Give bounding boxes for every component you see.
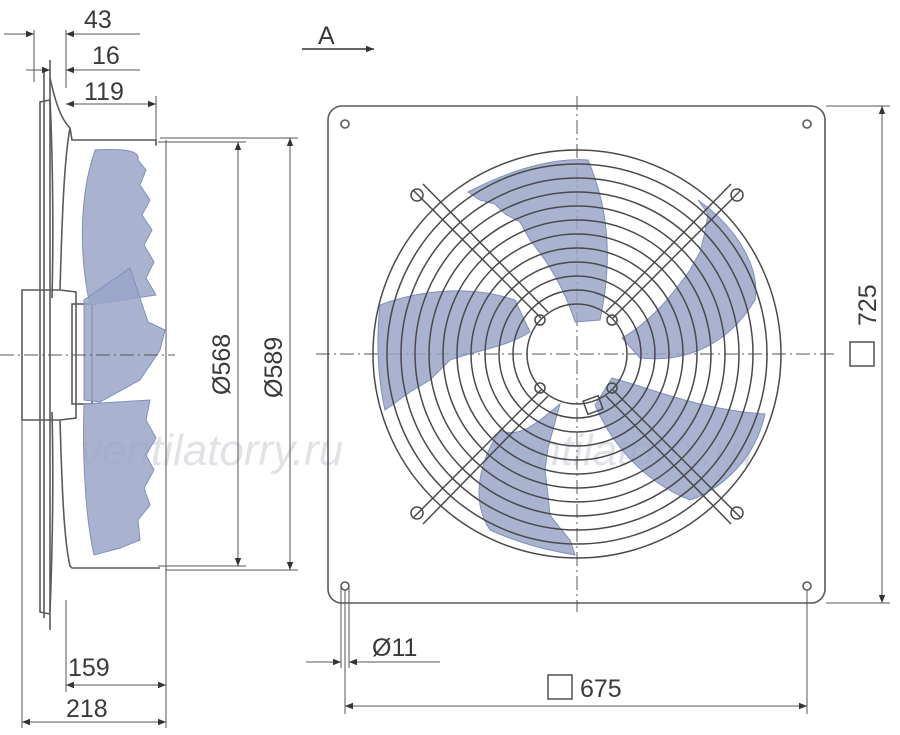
dim-568-label: Ø568 [208, 334, 236, 395]
dim-119-label: 119 [84, 78, 124, 106]
side-plate-profile [39, 60, 51, 630]
strut-foot-bl [410, 506, 424, 520]
guard-ring-7 [456, 233, 698, 475]
dim-725-label: 725 [854, 284, 882, 326]
front-view: A [302, 22, 890, 714]
side-blade-middle [83, 267, 166, 403]
strut-top-right [605, 183, 742, 319]
front-guard [372, 149, 782, 559]
guard-ring-4 [414, 191, 740, 517]
hole-top-left [340, 119, 350, 129]
dim-159-label: 159 [68, 654, 110, 682]
guard-ring-2 [386, 163, 768, 545]
guard-ring-3 [400, 177, 754, 531]
hub-bolt-tr [606, 314, 618, 326]
strut-top-left [412, 183, 549, 319]
hole-bottom-right [802, 581, 812, 591]
dim-218-label: 218 [66, 695, 108, 723]
view-label-a: A [318, 22, 335, 50]
strut-bottom-right [605, 389, 742, 525]
dim-16-label: 16 [92, 42, 120, 70]
hub-bolt-bl [534, 382, 546, 394]
hole-top-right [802, 119, 812, 129]
dim-725-square-symbol [849, 341, 875, 367]
terminal-box [582, 394, 604, 416]
dim-11-label: Ø11 [372, 634, 417, 662]
guard-ring-1 [372, 149, 782, 559]
strut-foot-br [730, 506, 744, 520]
dim-589-label: Ø589 [260, 337, 288, 398]
side-housing-outline [21, 77, 160, 613]
strut-foot-tl [410, 188, 424, 202]
front-struts [410, 183, 744, 525]
guard-ring-6 [442, 219, 712, 489]
hole-bottom-left [340, 581, 350, 591]
side-view [0, 30, 175, 728]
hub-bolt-tl [534, 314, 546, 326]
strut-bottom-left [412, 389, 549, 525]
hub-bolt-br [606, 382, 618, 394]
guard-ring-10 [498, 275, 656, 433]
guard-ring-8 [470, 247, 684, 461]
guard-hub-ring [526, 303, 628, 405]
side-blade-lower [82, 399, 157, 556]
guard-ring-9 [484, 261, 670, 447]
guard-ring-5 [428, 205, 726, 503]
dim-43-label: 43 [84, 6, 112, 34]
dim-675-label: 675 [580, 675, 622, 703]
side-dimensions: 43 16 119 159 218 Ø568 Ø589 [4, 6, 298, 726]
side-blade-upper [81, 149, 157, 306]
strut-foot-tr [730, 188, 744, 202]
dim-675-square-symbol [547, 674, 573, 700]
guard-ring-11 [512, 289, 642, 419]
